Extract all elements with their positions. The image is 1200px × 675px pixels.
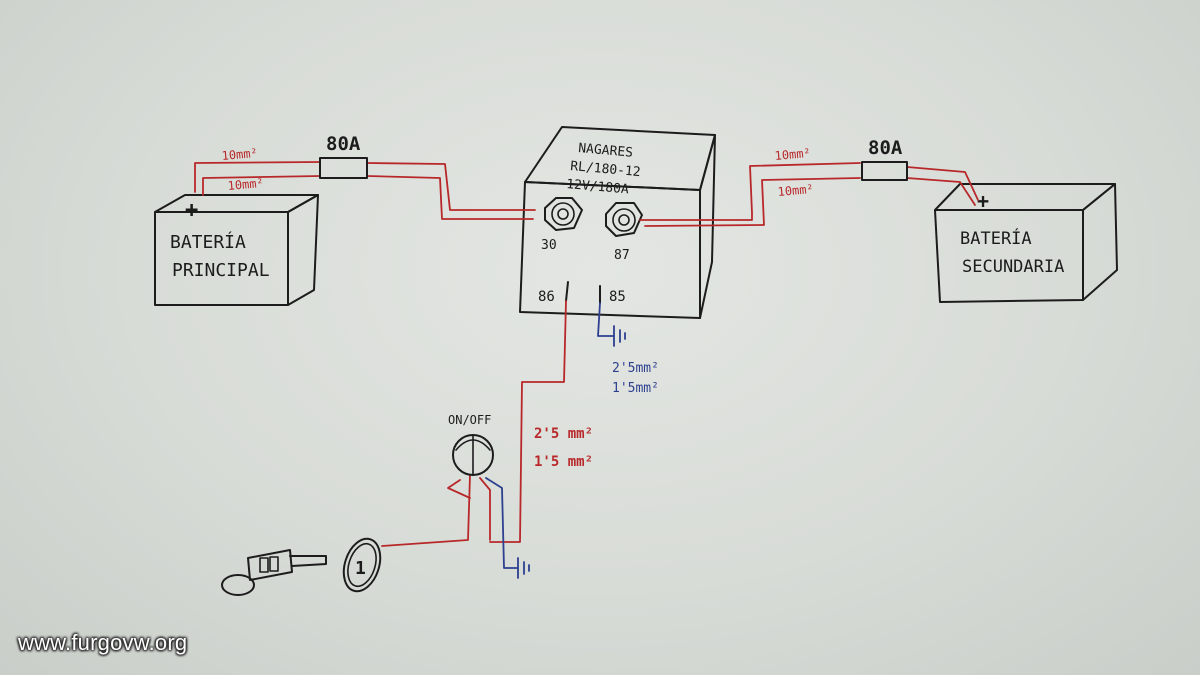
left-fuse: 80A: [319, 133, 368, 179]
terminal-30-nut: [544, 197, 583, 231]
left-wire-size-top: 10mm²: [221, 146, 258, 163]
on-off-switch: ON/OFF: [448, 413, 494, 476]
terminal-86-pin: [565, 281, 569, 302]
main-battery-label-1: BATERÍA: [170, 231, 246, 253]
relay-brand: NAGARES: [578, 141, 634, 161]
ignition-switch: 1: [342, 537, 382, 593]
right-fuse: 80A: [861, 137, 908, 181]
positive-wiring: [194, 161, 979, 547]
ground-wiring: [485, 302, 626, 579]
secondary-battery-label-2: SECUNDARIA: [962, 257, 1064, 277]
terminal-87-label: 87: [614, 248, 630, 263]
terminal-87-nut: [605, 202, 643, 237]
right-fuse-rating: 80A: [868, 137, 903, 159]
ignition-label: 1: [355, 558, 366, 579]
secondary-battery-label-1: BATERÍA: [960, 227, 1032, 249]
relay: NAGARES RL/180-12 12V/180A 30 87 86 85: [519, 126, 716, 319]
relay-rating: 12V/180A: [566, 177, 630, 197]
main-battery: + BATERÍA PRINCIPAL: [154, 194, 319, 306]
watermark: www.furgovw.org: [18, 630, 188, 655]
terminal-86-label: 86: [538, 289, 555, 305]
secondary-battery-plus: +: [977, 189, 989, 213]
switch-label: ON/OFF: [448, 413, 491, 427]
main-battery-label-2: PRINCIPAL: [172, 260, 270, 281]
secondary-battery: + BATERÍA SECUNDARIA: [934, 183, 1118, 303]
left-fuse-rating: 80A: [326, 133, 361, 155]
switch-wire-size-1: 2'5 mm²: [534, 426, 593, 442]
key-icon: [221, 549, 327, 596]
main-battery-plus: +: [185, 198, 198, 223]
switch-wire-size-2: 1'5 mm²: [534, 454, 593, 470]
relay-model: RL/180-12: [570, 159, 641, 180]
terminal-85-label: 85: [609, 289, 626, 305]
ground-wire-size-2: 1'5mm²: [612, 381, 659, 396]
right-wire-size-bottom: 10mm²: [777, 182, 814, 199]
terminal-30-label: 30: [541, 238, 557, 253]
left-wire-size-bottom: 10mm²: [227, 176, 264, 193]
right-wire-size-top: 10mm²: [774, 146, 811, 163]
ground-wire-size-1: 2'5mm²: [612, 361, 659, 376]
